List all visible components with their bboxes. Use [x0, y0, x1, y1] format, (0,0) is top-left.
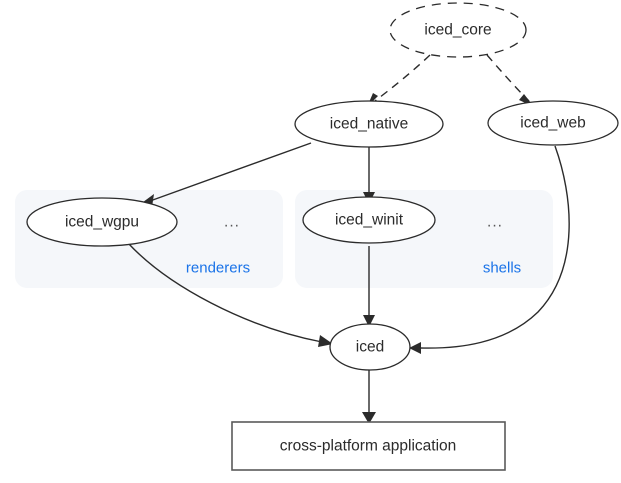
- node-iced-web-shape[interactable]: [487, 100, 619, 146]
- edge-iced-native-to-iced-winit: [363, 147, 375, 204]
- edge-iced-core-to-iced-native: [367, 54, 431, 107]
- node-iced-native-shape[interactable]: [294, 100, 444, 148]
- node-iced-winit-shape[interactable]: [302, 196, 436, 244]
- edge-iced-to-application: [362, 370, 376, 424]
- node-iced-native[interactable]: iced_native: [294, 100, 444, 148]
- edge-path-web-iced: [419, 145, 570, 349]
- node-iced-winit[interactable]: iced_winit: [302, 196, 436, 244]
- arrowhead-winit-iced: [363, 315, 375, 327]
- edge-path-core-native: [374, 54, 431, 102]
- node-iced-shape[interactable]: [329, 323, 411, 371]
- arrowhead-web-iced: [409, 342, 421, 354]
- edge-iced-wgpu-to-iced: [127, 242, 333, 347]
- edge-path-native-wgpu: [149, 142, 312, 202]
- node-application-shape[interactable]: [231, 421, 506, 471]
- edge-iced-web-to-iced: [409, 145, 570, 354]
- node-iced-core[interactable]: iced_core: [389, 2, 527, 58]
- node-cross-platform-application[interactable]: cross-platform application: [231, 421, 506, 471]
- node-iced-core-shape[interactable]: [389, 2, 527, 58]
- edge-path-wgpu-iced: [127, 242, 323, 343]
- arrowhead-iced-application: [362, 412, 376, 424]
- node-iced-wgpu[interactable]: iced_wgpu: [26, 197, 178, 247]
- edge-iced-core-to-iced-web: [486, 54, 534, 107]
- node-iced-wgpu-shape[interactable]: [26, 197, 178, 247]
- arrowhead-wgpu-iced: [318, 335, 333, 347]
- edge-iced-winit-to-iced: [363, 246, 375, 327]
- edge-path-core-web: [486, 54, 530, 102]
- node-iced[interactable]: iced: [329, 323, 411, 371]
- node-iced-web[interactable]: iced_web: [487, 100, 619, 146]
